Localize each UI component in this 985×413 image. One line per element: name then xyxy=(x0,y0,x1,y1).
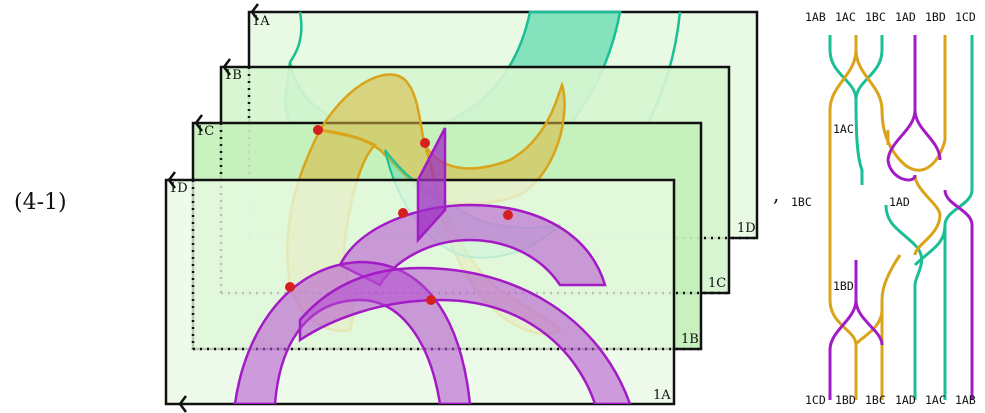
top-label-2: 1AC xyxy=(835,10,856,24)
string-diagram-labels: 1AB 1AC 1BC 1AD 1BD 1CD 1AC 1BC 1AD 1BD … xyxy=(791,10,976,407)
bottom-label-3: 1BC xyxy=(865,393,886,407)
middle-label-left-top: 1AC xyxy=(833,122,854,136)
junction-dots xyxy=(285,125,513,305)
top-label-1: 1AB xyxy=(805,10,826,24)
sheet-b-top-label: 1B xyxy=(224,68,242,83)
bottom-label-2: 1BD xyxy=(835,393,856,407)
sheet-c-top-label: 1C xyxy=(196,124,214,139)
sheet-c-bottom-corner-label: 1B xyxy=(681,332,699,347)
top-label-4: 1AD xyxy=(895,10,916,24)
arrow-head-icon xyxy=(178,395,187,413)
equation-number: (4-1) xyxy=(14,190,67,215)
sheet-d xyxy=(164,125,701,413)
separator-comma: , xyxy=(773,182,780,206)
sheet-d-top-label: 1D xyxy=(169,181,188,196)
middle-label-left-middle: 1BC xyxy=(791,195,812,209)
top-label-6: 1CD xyxy=(955,10,976,24)
bottom-label-6: 1AB xyxy=(955,393,976,407)
top-label-3: 1BC xyxy=(865,10,886,24)
arrow-head-icon xyxy=(250,3,259,21)
arrow-head-icon xyxy=(194,114,203,132)
sheet-b-bottom-corner-label: 1C xyxy=(708,276,726,291)
middle-label-left-bottom: 1BD xyxy=(833,279,854,293)
sheet-a-bottom-corner-label: 1D xyxy=(737,221,756,236)
top-label-5: 1BD xyxy=(925,10,946,24)
sheet-a-top-label: 1A xyxy=(252,14,270,29)
arrow-head-icon xyxy=(167,171,176,189)
sheet-d-bottom-corner-label: 1A xyxy=(653,388,671,403)
middle-label-center: 1AD xyxy=(889,195,910,209)
bottom-label-5: 1AC xyxy=(925,393,946,407)
purple-surface-right xyxy=(298,266,632,404)
bottom-label-4: 1AD xyxy=(895,393,916,407)
string-diagram xyxy=(828,35,974,400)
sheet-labels: 1A 1B 1C 1D 1D 1C 1B 1A xyxy=(169,14,756,403)
arrow-head-icon xyxy=(222,58,231,76)
bottom-label-1: 1CD xyxy=(805,393,826,407)
gold-surface-upper xyxy=(318,73,566,205)
